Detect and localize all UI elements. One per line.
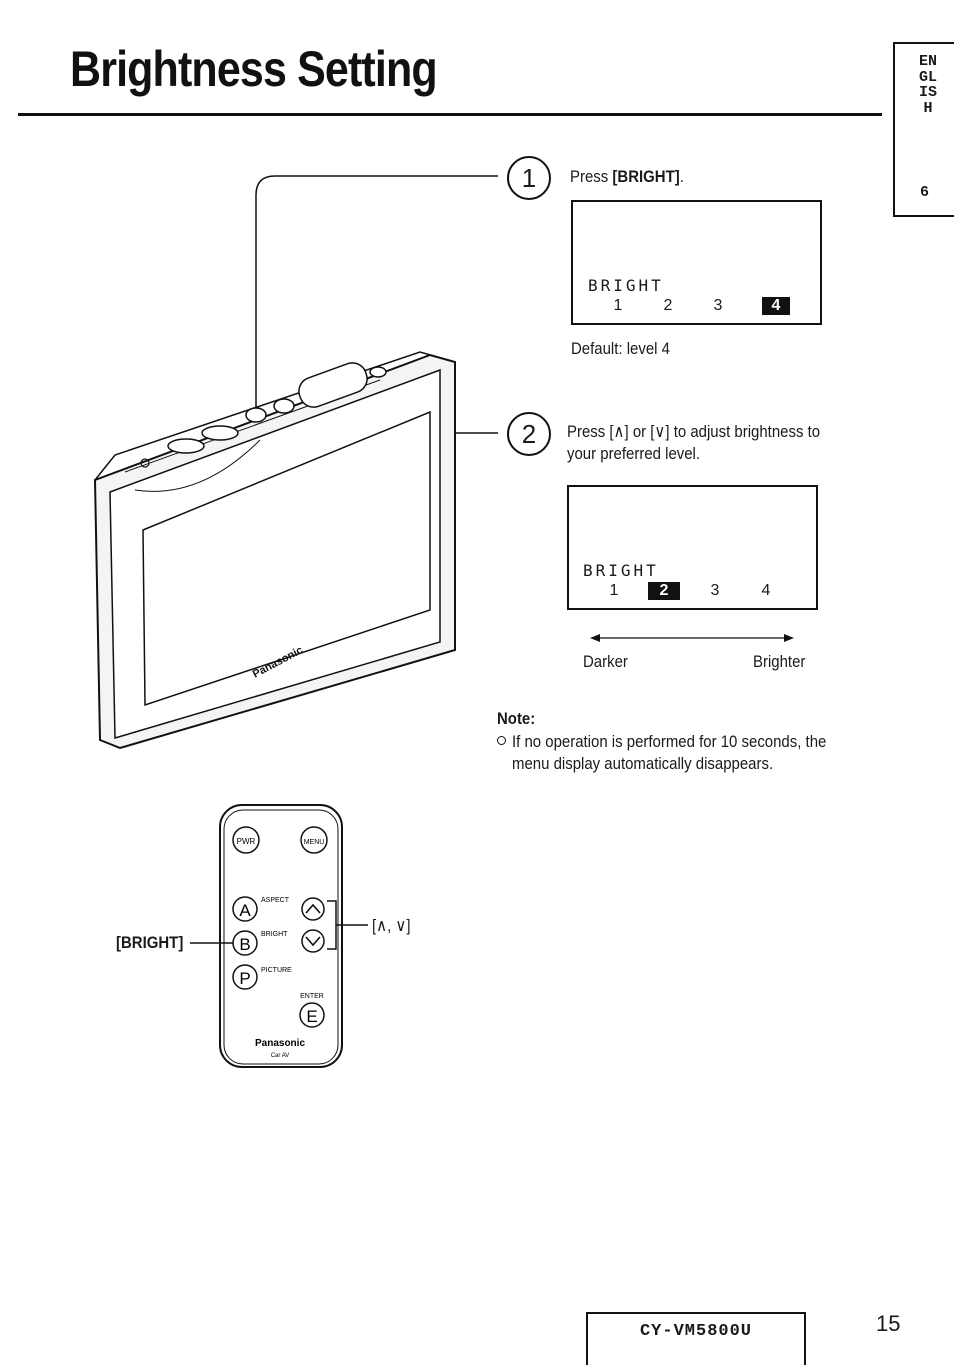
bright-callout: [BRIGHT] — [116, 933, 184, 952]
svg-text:B: B — [239, 935, 250, 954]
svg-text:ENTER: ENTER — [300, 993, 324, 1000]
remote-picture-button — [232, 964, 258, 990]
step-1-number: 1 — [521, 162, 537, 193]
step-2-instruction-line1: Press [∧] or [∨] to adjust brightness to — [567, 422, 821, 441]
svg-text:P: P — [239, 969, 250, 988]
svg-text:E: E — [306, 1007, 317, 1026]
note-title: Note: — [497, 709, 536, 728]
osd2-level-4: 4 — [761, 582, 771, 599]
svg-text:A: A — [239, 901, 251, 920]
osd-level-2: 2 — [663, 297, 673, 314]
svg-text:PICTURE: PICTURE — [261, 967, 292, 974]
note-bullet-icon — [497, 736, 506, 745]
osd-box-adjusted — [567, 485, 818, 610]
darker-brighter-arrow — [590, 634, 794, 642]
page-title: Brightness Setting — [70, 41, 438, 97]
language-tab-number: 6 — [920, 184, 930, 201]
svg-text:ASPECT: ASPECT — [261, 897, 290, 904]
darker-label: Darker — [583, 652, 628, 671]
step-1-circle: 1 — [507, 156, 551, 200]
osd-label-default: BRIGHT — [588, 276, 664, 295]
osd-label-adjusted: BRIGHT — [583, 561, 659, 580]
monitor-illustration: Panasonic — [93, 351, 456, 750]
step-1-instruction: Press [BRIGHT]. — [570, 167, 684, 186]
osd2-level-3: 3 — [710, 582, 720, 599]
remote-up-button — [301, 897, 325, 921]
language-tab-label: ENGLISH — [918, 53, 937, 117]
page-number: 15 — [876, 1311, 901, 1336]
title-rule — [18, 113, 882, 116]
leader-line-step1 — [255, 175, 498, 410]
svg-text:Car AV: Car AV — [271, 1053, 290, 1059]
svg-text:BRIGHT: BRIGHT — [261, 931, 288, 938]
remote-enter-button — [299, 1002, 325, 1028]
remote-down-button — [301, 929, 325, 953]
svg-text:PWR: PWR — [237, 837, 256, 846]
osd2-level-1: 1 — [609, 582, 619, 599]
note-line2: menu display automatically disappears. — [512, 754, 774, 773]
osd-level-3: 3 — [713, 297, 723, 314]
model-box — [586, 1312, 806, 1365]
language-tab — [893, 42, 954, 217]
svg-text:MENU: MENU — [304, 839, 325, 846]
remote-pwr-button — [232, 826, 260, 854]
remote-brand: Panasonic — [255, 1038, 305, 1049]
model-name: CY-VM5800U — [639, 1322, 753, 1341]
remote-illustration: PWR MENU A ASPECT B BRIGHT P PICTURE ENT… — [190, 804, 368, 1068]
note-line1: If no operation is performed for 10 seco… — [512, 732, 827, 751]
default-level-text: Default: level 4 — [571, 339, 670, 358]
arrows-callout: [∧, ∨] — [372, 916, 411, 935]
brighter-label: Brighter — [753, 652, 806, 671]
osd-level-4-selected: 4 — [762, 297, 790, 315]
osd-level-1: 1 — [613, 297, 623, 314]
step-2-number: 2 — [521, 418, 537, 449]
step-2-instruction-line2: your preferred level. — [567, 444, 701, 463]
step-2-circle: 2 — [507, 412, 551, 456]
osd2-level-2-selected: 2 — [648, 582, 680, 600]
remote-aspect-button — [232, 896, 258, 922]
remote-menu-button — [300, 826, 328, 854]
